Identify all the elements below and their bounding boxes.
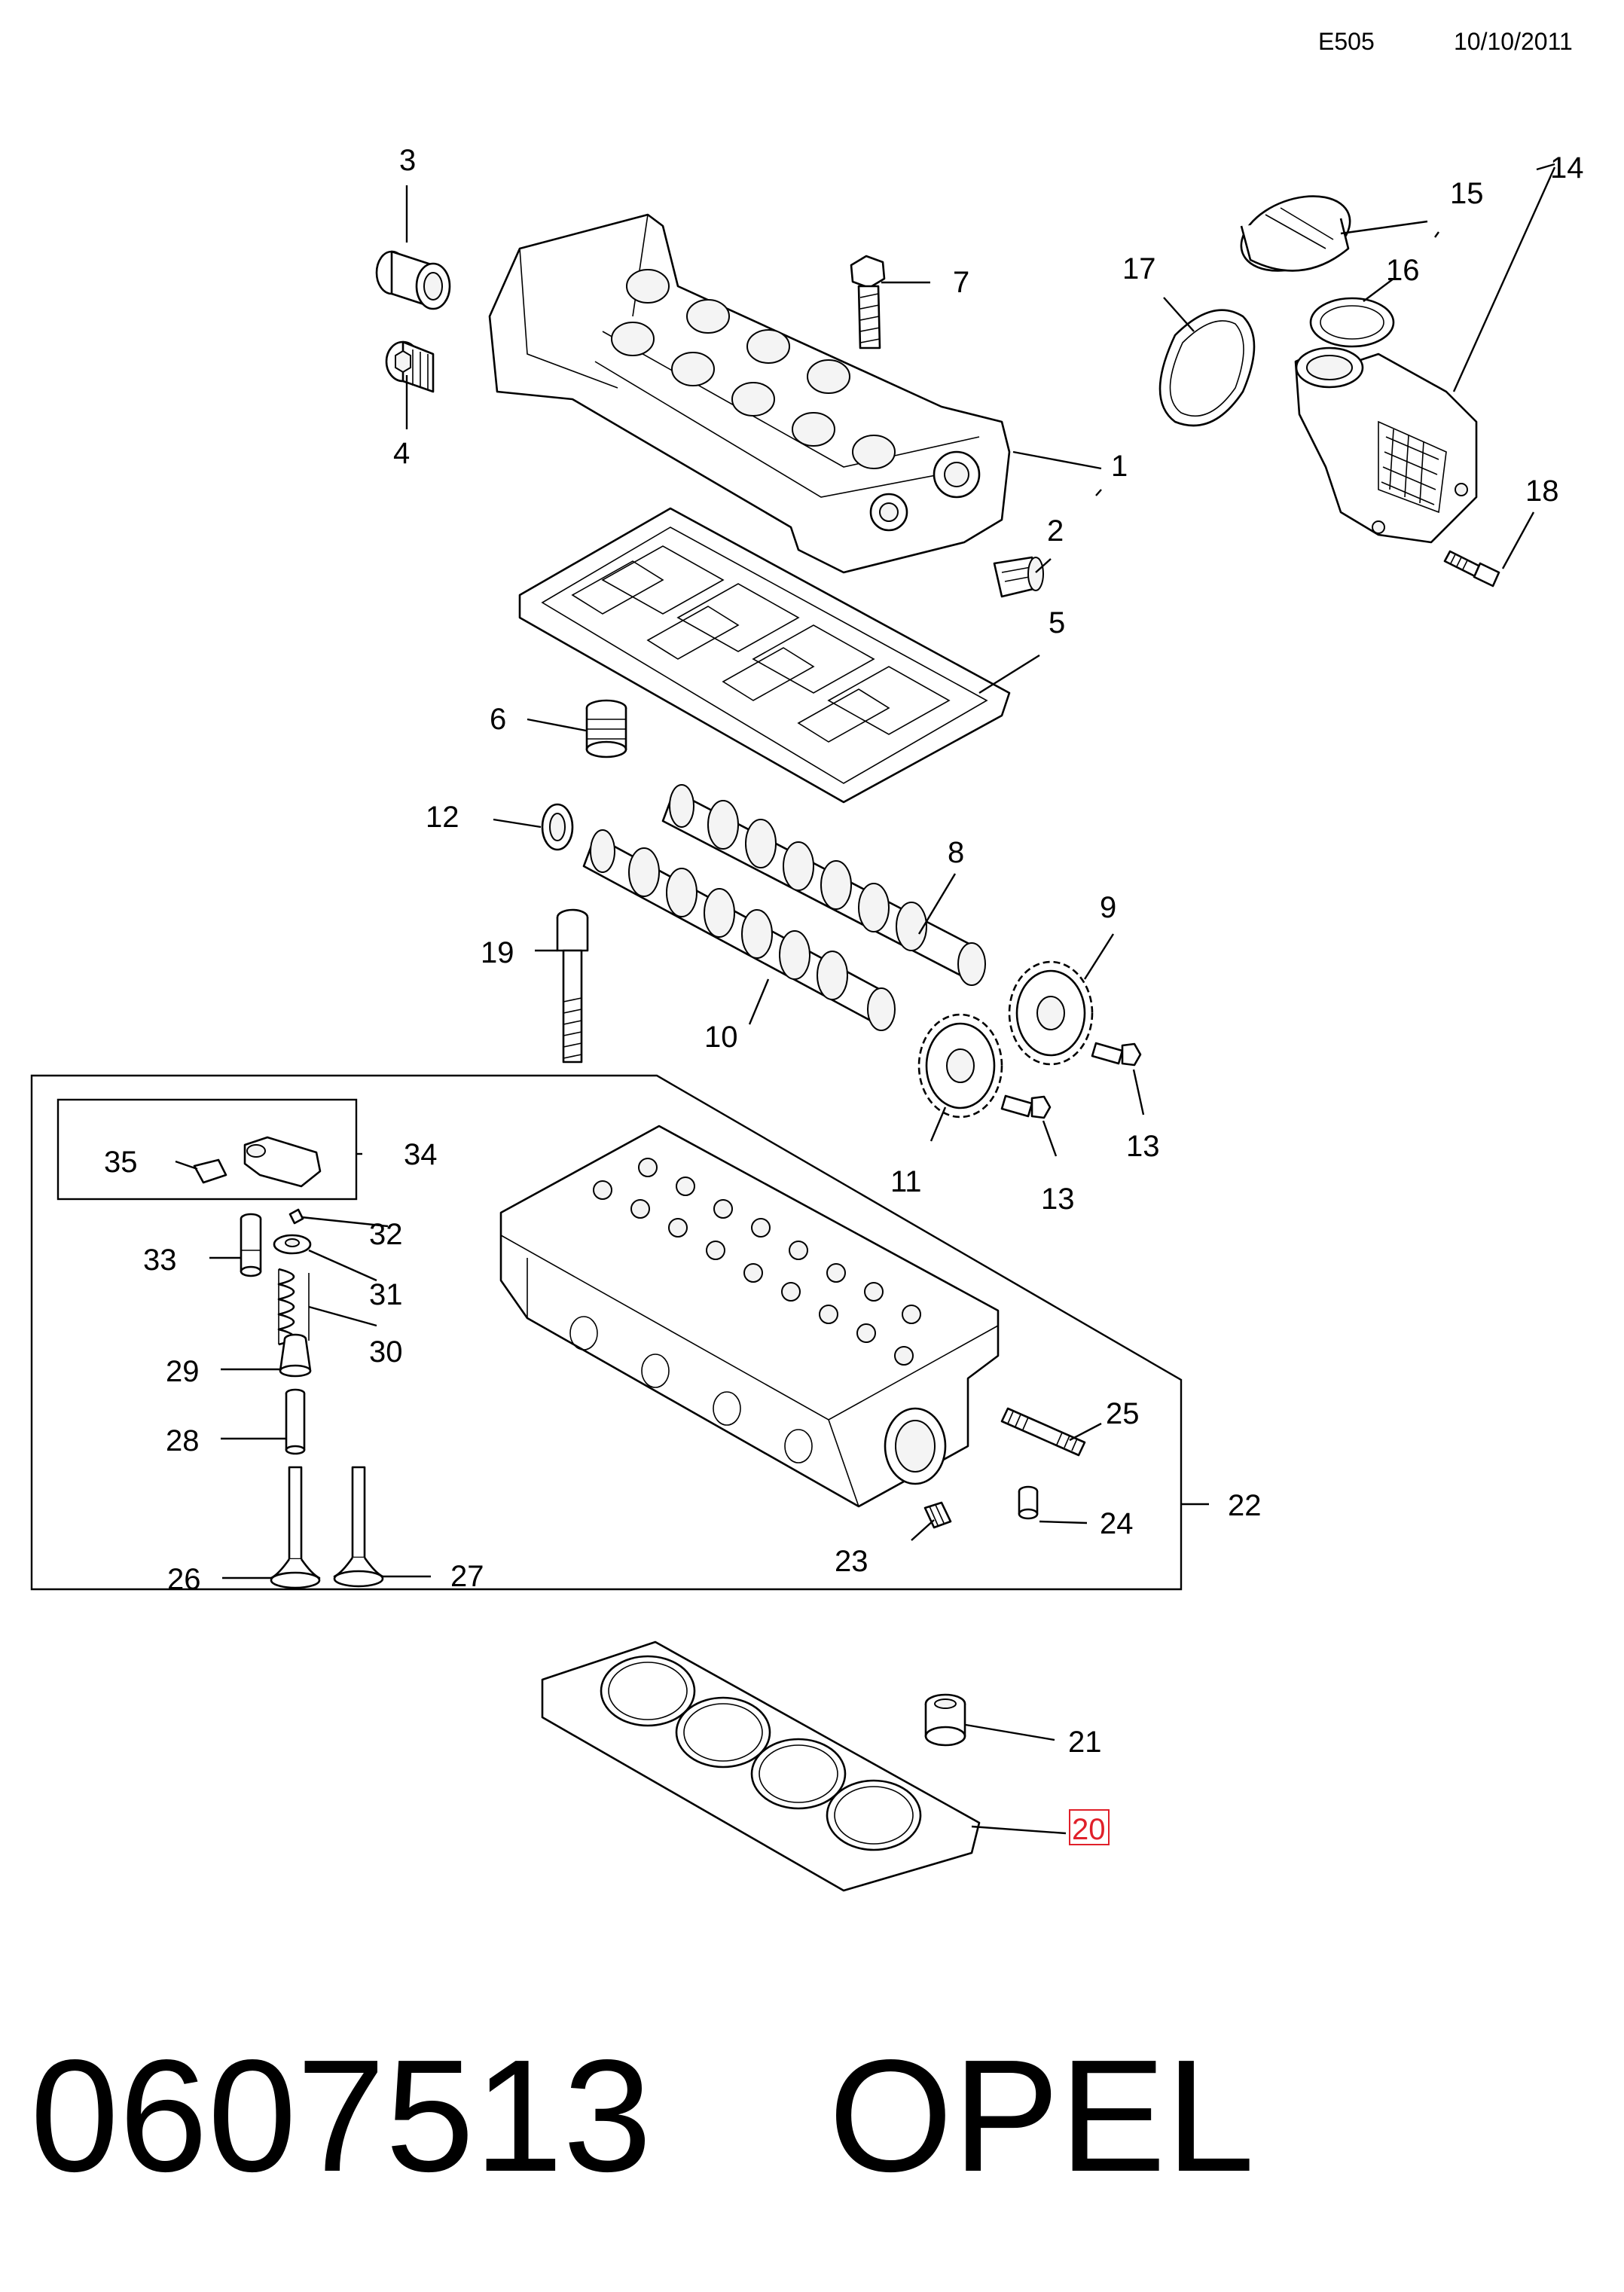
valve-guide-part-28 (285, 1388, 306, 1455)
bolt-part-13-a (1091, 1042, 1142, 1067)
camshaft-part-8 (661, 784, 986, 986)
valve-spring-part-30 (277, 1268, 310, 1346)
callout-13-a: 13 (1126, 1130, 1160, 1163)
callout-12: 12 (426, 801, 459, 834)
callout-21: 21 (1068, 1726, 1102, 1759)
screw-plug-part-4 (385, 340, 435, 393)
callout-32: 32 (369, 1218, 403, 1251)
callout-33: 33 (143, 1244, 177, 1277)
lifter-part-33 (240, 1213, 262, 1277)
rocker-subgroup-frame (56, 1098, 358, 1201)
callout-26: 26 (167, 1563, 201, 1596)
bolt-part-19 (556, 908, 589, 1064)
valve-part-27 (333, 1466, 384, 1588)
callout-3: 3 (399, 144, 416, 177)
diagram-date: 10/10/2011 (1454, 28, 1573, 55)
callout-22: 22 (1228, 1489, 1262, 1522)
diagram-code: E505 (1318, 28, 1375, 55)
callout-16: 16 (1386, 254, 1420, 287)
callout-7: 7 (953, 266, 969, 299)
callout-24: 24 (1100, 1507, 1134, 1540)
callout-18: 18 (1525, 475, 1559, 508)
callout-14: 14 (1550, 151, 1584, 185)
oil-filler-group (1158, 195, 1500, 587)
callout-5: 5 (1049, 606, 1065, 639)
valve-part-26 (270, 1466, 321, 1589)
bolt-part-13-b (1000, 1094, 1052, 1119)
head-gasket-part-20 (541, 1640, 981, 1892)
callout-4: 4 (393, 437, 410, 470)
clip-part-35 (193, 1158, 227, 1184)
bolt-part-7 (850, 255, 886, 349)
plug-part-3 (375, 250, 451, 310)
callout-29: 29 (166, 1355, 200, 1388)
callout-20-highlighted[interactable]: 20 (1069, 1809, 1110, 1846)
callout-6: 6 (490, 703, 506, 736)
callout-8: 8 (948, 836, 964, 869)
brand-name: OPEL (829, 2026, 1255, 2205)
part-number: 0607513 (30, 2026, 652, 2205)
camshaft-housing-part (488, 213, 1011, 574)
camshaft-part-10 (582, 829, 896, 1031)
callout-23: 23 (835, 1545, 868, 1578)
spring-retainer-part-31 (273, 1234, 312, 1255)
valve-stem-seal-part-29 (279, 1333, 312, 1378)
cylinder-head-part-22 (499, 1125, 1000, 1508)
callout-17: 17 (1122, 252, 1156, 285)
callout-11: 11 (890, 1165, 922, 1198)
cylinder-head-group-frame (30, 1074, 1183, 1591)
stud-part-25 (1000, 1407, 1086, 1457)
callout-25: 25 (1106, 1397, 1140, 1430)
plug-part-2 (993, 556, 1044, 598)
callout-19: 19 (481, 936, 514, 969)
callout-28: 28 (166, 1424, 200, 1457)
callout-10: 10 (704, 1021, 738, 1054)
dowel-sleeve-part-21 (924, 1693, 966, 1747)
sprocket-part-11 (917, 1013, 1003, 1119)
sprocket-part-9 (1008, 960, 1094, 1066)
callout-9: 9 (1100, 891, 1116, 924)
rocker-arm-part-34 (243, 1136, 322, 1188)
keeper-part-32 (288, 1208, 304, 1225)
cam-housing-gasket-part-5 (518, 507, 1011, 804)
leader-lines (175, 163, 1556, 1835)
dowel-part-6 (585, 699, 627, 758)
callout-34: 34 (404, 1138, 438, 1171)
callout-27: 27 (450, 1560, 484, 1593)
seal-ring-part-12 (541, 803, 574, 851)
callout-31: 31 (369, 1278, 403, 1311)
callout-30: 30 (369, 1335, 403, 1369)
callout-15: 15 (1450, 177, 1484, 210)
callout-1: 1 (1111, 450, 1128, 483)
callout-2: 2 (1047, 514, 1064, 548)
dowel-part-24 (1018, 1485, 1039, 1520)
callout-13-b: 13 (1041, 1183, 1075, 1216)
callout-20: 20 (1072, 1813, 1106, 1846)
callout-35: 35 (104, 1146, 138, 1179)
